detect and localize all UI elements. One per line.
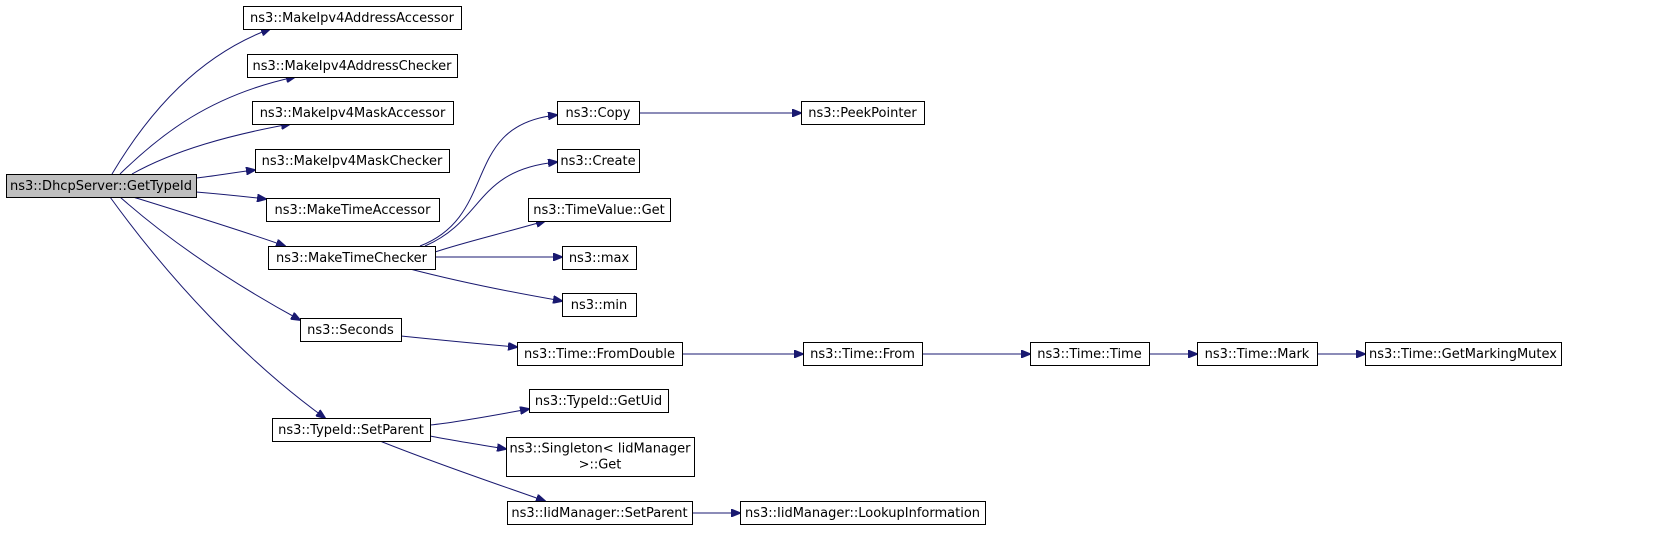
node-mk-time-chk[interactable]: ns3::MakeTimeChecker	[268, 246, 436, 270]
node-box	[243, 6, 462, 30]
node-label: ns3::Create	[560, 154, 635, 169]
edge-mk-time-chk-to-copy	[419, 115, 557, 247]
edge-root-to-mk-addr-chk	[119, 77, 295, 175]
node-label: >::Get	[579, 458, 622, 473]
node-label: ns3::min	[571, 298, 628, 313]
node-box	[557, 149, 640, 173]
edge-mk-time-chk-to-tv-get	[434, 221, 545, 253]
edge-root-to-mk-time-acc	[195, 191, 266, 199]
node-mutex[interactable]: ns3::Time::GetMarkingMutex	[1365, 342, 1562, 366]
node-box	[255, 149, 450, 173]
node-box	[803, 342, 923, 366]
node-label: ns3::TimeValue::Get	[533, 203, 665, 218]
node-label: ns3::MakeIpv4MaskAccessor	[260, 106, 446, 121]
node-mk-mask-chk[interactable]: ns3::MakeIpv4MaskChecker	[255, 149, 450, 173]
node-label: ns3::MakeIpv4MaskChecker	[262, 154, 443, 169]
node-label: ns3::Time::FromDouble	[524, 347, 675, 362]
node-mk-addr-acc[interactable]: ns3::MakeIpv4AddressAccessor	[243, 6, 462, 30]
node-box	[557, 101, 640, 125]
node-tv-get[interactable]: ns3::TimeValue::Get	[528, 198, 671, 222]
node-label: ns3::Copy	[565, 106, 630, 121]
node-label: ns3::Time::GetMarkingMutex	[1369, 347, 1557, 362]
edge-root-to-mk-mask-chk	[195, 170, 255, 179]
edge-root-to-mk-addr-acc	[111, 29, 270, 175]
edge-root-to-mk-time-chk	[132, 196, 285, 246]
node-create[interactable]: ns3::Create	[557, 149, 640, 173]
node-from[interactable]: ns3::Time::From	[803, 342, 923, 366]
edge-set-parent-to-singleton	[429, 435, 506, 449]
node-mk-mask-acc[interactable]: ns3::MakeIpv4MaskAccessor	[252, 101, 454, 125]
node-label: ns3::Time::Time	[1037, 347, 1141, 362]
node-singleton[interactable]: ns3::Singleton< IidManager>::Get	[506, 437, 695, 477]
node-box	[1197, 342, 1318, 366]
node-box	[517, 342, 683, 366]
node-box	[506, 437, 695, 477]
node-box	[1365, 342, 1562, 366]
node-label: ns3::TypeId::GetUid	[535, 394, 662, 409]
node-label: ns3::Seconds	[307, 323, 394, 338]
edge-mk-time-chk-to-create	[424, 162, 557, 247]
node-box	[1030, 342, 1150, 366]
node-copy[interactable]: ns3::Copy	[557, 101, 640, 125]
node-iid-set-parent[interactable]: ns3::IidManager::SetParent	[507, 501, 693, 525]
edge-root-to-mk-mask-acc	[131, 124, 290, 175]
node-label: ns3::Time::From	[810, 347, 915, 362]
node-min[interactable]: ns3::min	[562, 293, 637, 317]
node-label: ns3::Singleton< IidManager	[509, 442, 691, 457]
node-label: ns3::IidManager::SetParent	[511, 506, 687, 521]
node-peek[interactable]: ns3::PeekPointer	[801, 101, 925, 125]
node-max[interactable]: ns3::max	[562, 246, 637, 270]
node-lookup[interactable]: ns3::IidManager::LookupInformation	[740, 501, 986, 525]
node-label: ns3::MakeIpv4AddressChecker	[253, 59, 453, 74]
edge-mk-time-chk-to-min	[409, 268, 562, 301]
node-box	[266, 198, 440, 222]
edge-root-to-set-parent	[109, 196, 325, 418]
node-time[interactable]: ns3::Time::Time	[1030, 342, 1150, 366]
node-label: ns3::MakeTimeChecker	[276, 251, 428, 266]
node-mk-addr-chk[interactable]: ns3::MakeIpv4AddressChecker	[247, 54, 458, 78]
node-box	[252, 101, 454, 125]
node-box	[562, 293, 637, 317]
node-box	[507, 501, 693, 525]
node-box	[528, 198, 671, 222]
node-box	[272, 418, 431, 442]
node-box	[562, 246, 637, 270]
node-root[interactable]: ns3::DhcpServer::GetTypeId	[6, 174, 197, 198]
node-label: ns3::MakeIpv4AddressAccessor	[250, 11, 455, 26]
node-mk-time-acc[interactable]: ns3::MakeTimeAccessor	[266, 198, 440, 222]
node-label: ns3::PeekPointer	[808, 106, 917, 121]
node-seconds[interactable]: ns3::Seconds	[300, 318, 402, 342]
node-box	[300, 318, 402, 342]
node-label: ns3::IidManager::LookupInformation	[745, 506, 980, 521]
edge-set-parent-to-iid-set-parent	[379, 440, 545, 501]
node-get-uid[interactable]: ns3::TypeId::GetUid	[529, 389, 669, 413]
node-box	[740, 501, 986, 525]
node-label: ns3::Time::Mark	[1205, 347, 1310, 362]
edge-seconds-to-from-double	[400, 335, 517, 347]
node-label: ns3::MakeTimeAccessor	[275, 203, 432, 218]
node-box	[529, 389, 669, 413]
node-from-double[interactable]: ns3::Time::FromDouble	[517, 342, 683, 366]
node-set-parent[interactable]: ns3::TypeId::SetParent	[272, 418, 431, 442]
node-label: ns3::DhcpServer::GetTypeId	[10, 179, 192, 194]
node-box	[6, 174, 197, 198]
node-mark[interactable]: ns3::Time::Mark	[1197, 342, 1318, 366]
edge-set-parent-to-get-uid	[429, 409, 529, 426]
node-box	[247, 54, 458, 78]
edge-root-to-seconds	[119, 196, 300, 320]
node-box	[801, 101, 925, 125]
node-label: ns3::max	[569, 251, 630, 266]
node-box	[268, 246, 436, 270]
node-label: ns3::TypeId::SetParent	[278, 423, 424, 438]
